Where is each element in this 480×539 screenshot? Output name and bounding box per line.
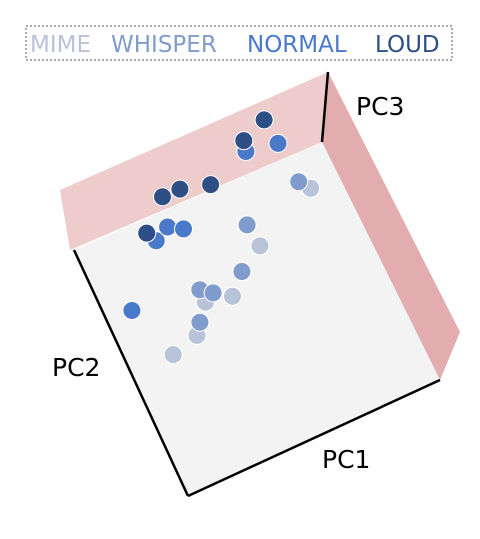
pc2-axis-line bbox=[72, 249, 190, 497]
point-whisper-1 bbox=[190, 312, 210, 332]
legend-label-normal: NORMAL bbox=[247, 32, 347, 58]
points-layer bbox=[122, 110, 321, 365]
legend-border bbox=[25, 25, 453, 61]
point-normal-4 bbox=[174, 219, 193, 239]
point-loud-5 bbox=[234, 131, 254, 151]
pc3-axis-line bbox=[320, 71, 330, 143]
point-whisper-3 bbox=[203, 283, 223, 303]
point-loud-3 bbox=[170, 179, 190, 199]
pc3-axis-label: PC3 bbox=[356, 92, 404, 121]
pc2-axis-label: PC2 bbox=[52, 353, 100, 382]
pc1-axis-line bbox=[187, 378, 441, 498]
point-loud-1 bbox=[137, 223, 157, 243]
legend-label-whisper: WHISPER bbox=[111, 32, 217, 58]
point-mime-1 bbox=[163, 345, 183, 365]
legend: MIME WHISPER NORMAL LOUD bbox=[25, 25, 453, 61]
point-whisper-4 bbox=[232, 262, 252, 281]
back-wall-right bbox=[322, 72, 460, 380]
legend-label-mime: MIME bbox=[30, 32, 91, 58]
legend-label-loud: LOUD bbox=[375, 32, 440, 58]
point-whisper-5 bbox=[237, 215, 257, 235]
point-loud-4 bbox=[201, 175, 221, 195]
point-normal-3 bbox=[158, 217, 178, 237]
pc1-axis-label: PC1 bbox=[322, 445, 370, 474]
point-mime-4 bbox=[223, 286, 242, 306]
point-loud-6 bbox=[254, 110, 274, 130]
point-loud-2 bbox=[153, 187, 172, 207]
point-mime-5 bbox=[250, 236, 270, 256]
point-normal-1 bbox=[122, 301, 142, 320]
point-whisper-6 bbox=[289, 172, 309, 192]
point-normal-6 bbox=[268, 133, 288, 153]
